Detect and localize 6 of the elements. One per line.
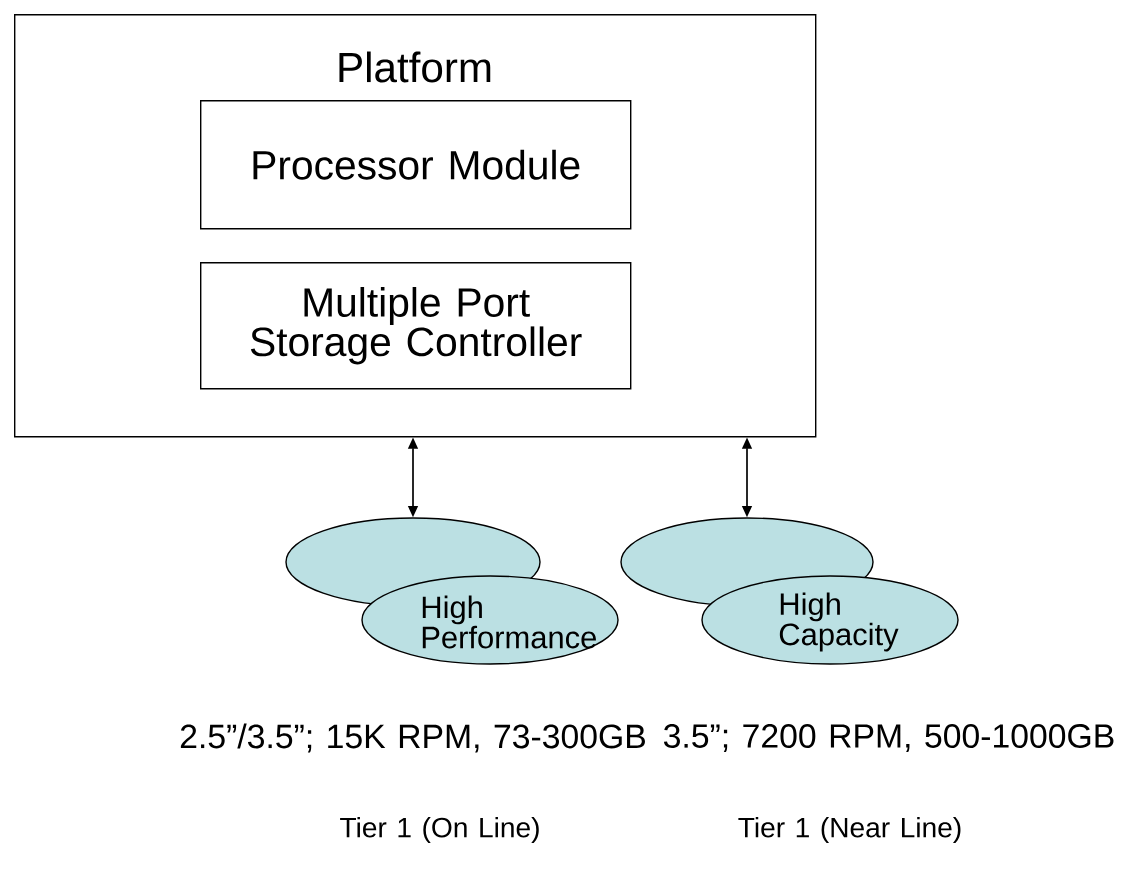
- spec-text: 3.5”; 7200 RPM, 500-1000GB: [663, 724, 1114, 752]
- module-box: Multiple Port Storage Controller: [200, 262, 632, 390]
- module-box: Processor Module: [200, 100, 632, 230]
- spec-text: 2.5”/3.5”; 15K RPM, 73-300GB: [180, 723, 645, 753]
- spec-text: Tier 1 (Near Line): [738, 816, 961, 844]
- spec-text: Tier 1 (On Line): [340, 816, 539, 844]
